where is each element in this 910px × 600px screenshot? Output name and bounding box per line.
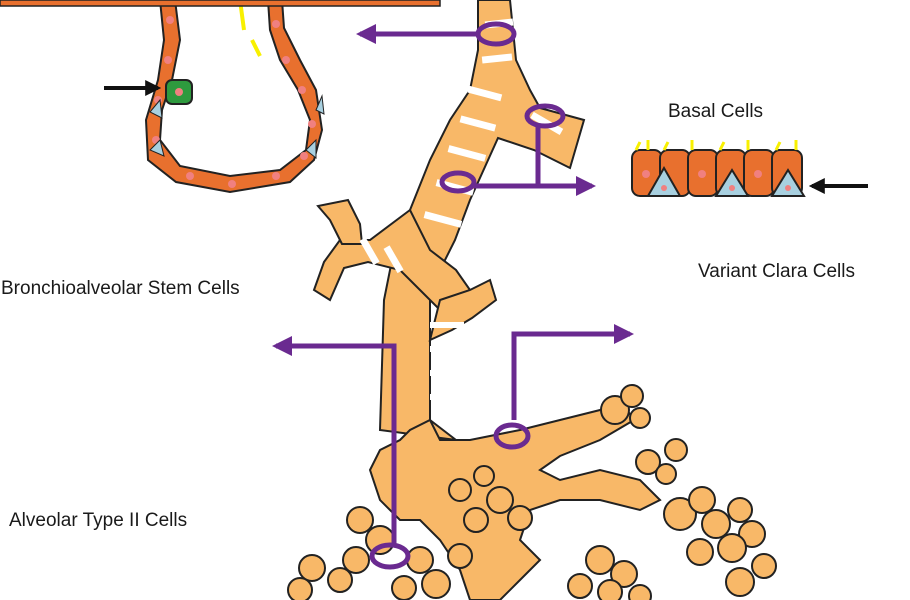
- marker-ring-bronchiole: [493, 422, 531, 450]
- left-upper-bronchus: [316, 198, 364, 245]
- gland-basal-cells: [149, 94, 325, 160]
- marker-ring-alveolus: [369, 542, 411, 570]
- basal-nuclei: [642, 170, 791, 191]
- submucosal-gland-panel: [0, 0, 441, 194]
- connector-arrows: [272, 21, 634, 570]
- alveolar-clusters: [287, 384, 777, 600]
- gland-lining-cells: [152, 16, 316, 188]
- alveolar-type2-cells-label: Alveolar Type II Cells: [9, 510, 188, 531]
- arrow-to-bronchioalveolar: [272, 336, 397, 546]
- variant-clara-cells-label: Variant Clara Cells: [698, 261, 855, 282]
- gland-outline: [144, 0, 324, 194]
- cartilage-rings: [359, 18, 564, 400]
- marker-ring-bronchus-upper: [524, 103, 566, 129]
- basal-epithelium: [631, 149, 806, 197]
- airway-tree: [287, 0, 777, 600]
- basal-cells-label: Basal Cells: [668, 101, 764, 122]
- basal-cells-panel: [631, 140, 868, 197]
- arrow-to-variant-clara: [511, 324, 634, 420]
- gland-cilia: [238, 0, 262, 57]
- marker-ring-bronchus: [439, 170, 477, 194]
- basal-cilia: [634, 140, 798, 151]
- gland-top-strip: [0, 0, 441, 7]
- arrow-to-basal: [474, 126, 592, 186]
- bronchioalveolar-stem-cells-label: Bronchioalveolar Stem Cells: [1, 278, 240, 299]
